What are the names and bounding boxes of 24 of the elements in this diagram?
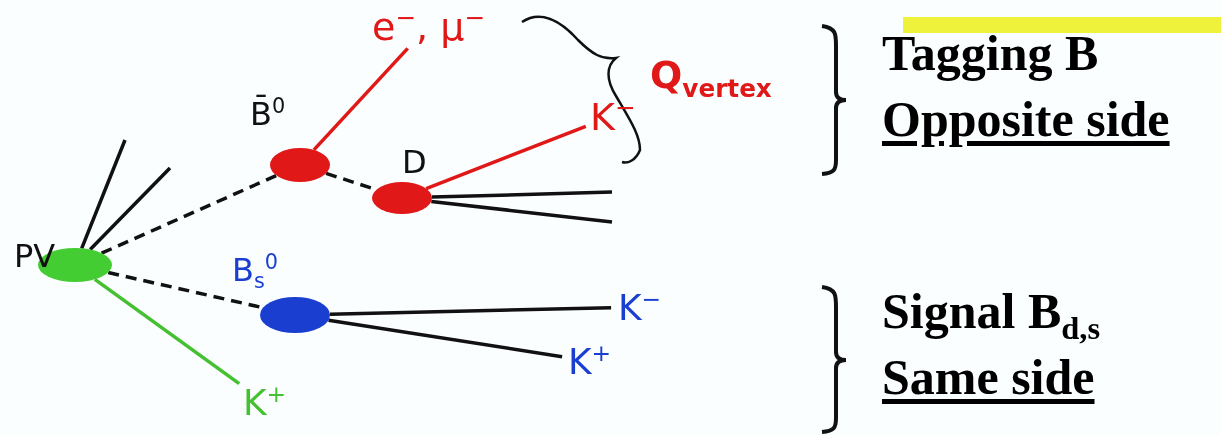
particle-track [425,124,587,191]
vertex-label: PV [14,240,56,272]
side-title: Same side [882,352,1095,402]
particle-track [329,305,612,316]
particle-track [88,166,172,251]
side-title: Signal B$_{d,s}$ [882,286,1101,345]
vertex-label: D [402,146,427,178]
particle-label: K$^{−}$ [590,96,636,136]
particle-label: K$^{+}$ [243,383,287,421]
particle-label: e$^{−}$, μ$^{−}$ [372,6,486,46]
charge-label: Q$_{vertex}$ [650,56,772,102]
particle-label: K$^{+}$ [568,342,612,380]
vertex-ellipse [372,182,432,214]
particle-track [431,199,613,224]
particle-label: K$^{−}$ [618,288,662,326]
particle-track [80,139,127,249]
particle-track [93,277,241,385]
particle-track [328,318,563,359]
vertex-label: B̄$^{0}$ [250,96,286,130]
vertex-ellipse [270,148,330,182]
particle-track [312,47,409,152]
particle-track [100,173,278,255]
particle-track [431,190,613,199]
vertex-ellipse [260,297,330,333]
